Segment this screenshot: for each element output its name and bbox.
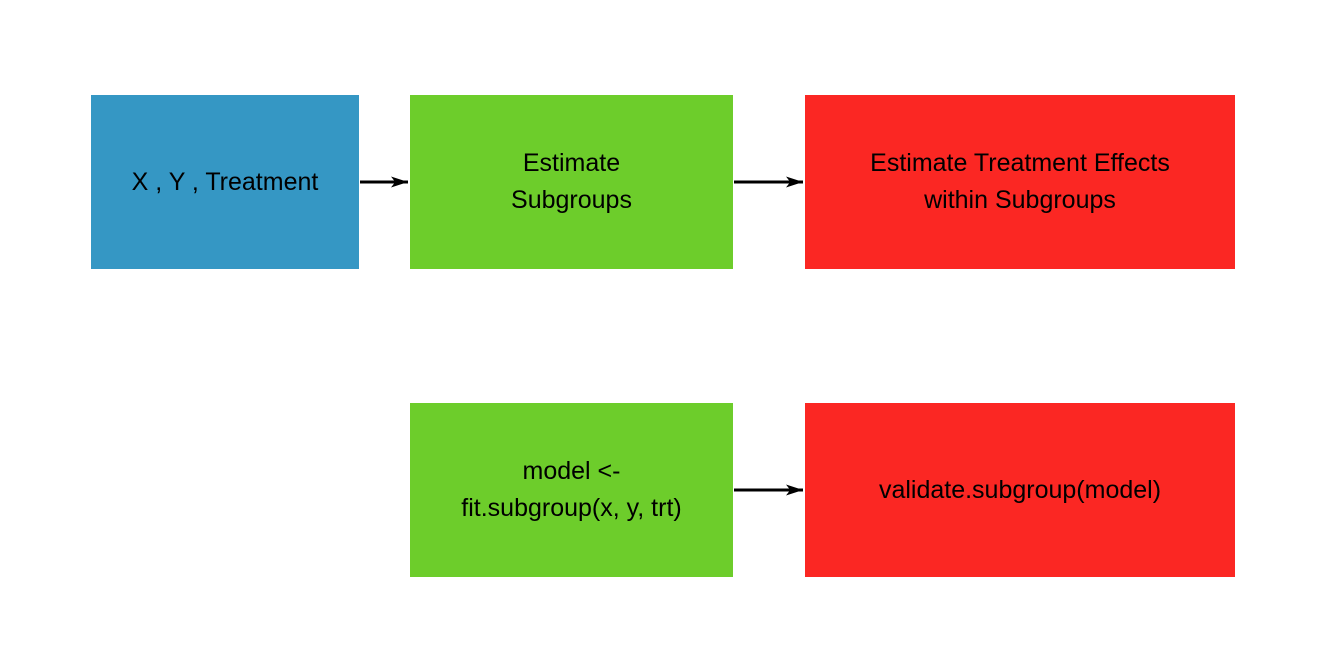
node-label-line: fit.subgroup(x, y, trt) [461, 494, 682, 522]
node-label-line: X , Y , Treatment [131, 167, 319, 196]
node-label-line: Estimate [522, 149, 621, 177]
node-label-line: model <- [522, 457, 621, 485]
node-inputs: X , Y , Treatment [91, 95, 359, 269]
node-estimate-subgroups: Estimate Subgroups [410, 95, 733, 269]
node-label-line: Estimate Treatment Effects [870, 149, 1170, 177]
node-label-line: validate.subgroup(model) [878, 475, 1162, 504]
node-estimate-treatment-effects: Estimate Treatment Effects within Subgro… [805, 95, 1235, 269]
node-validate-subgroup-call: validate.subgroup(model) [805, 403, 1235, 577]
node-label-line: Subgroups [511, 186, 632, 214]
node-label-line: within Subgroups [924, 186, 1116, 214]
node-fit-subgroup-call: model <- fit.subgroup(x, y, trt) [410, 403, 733, 577]
